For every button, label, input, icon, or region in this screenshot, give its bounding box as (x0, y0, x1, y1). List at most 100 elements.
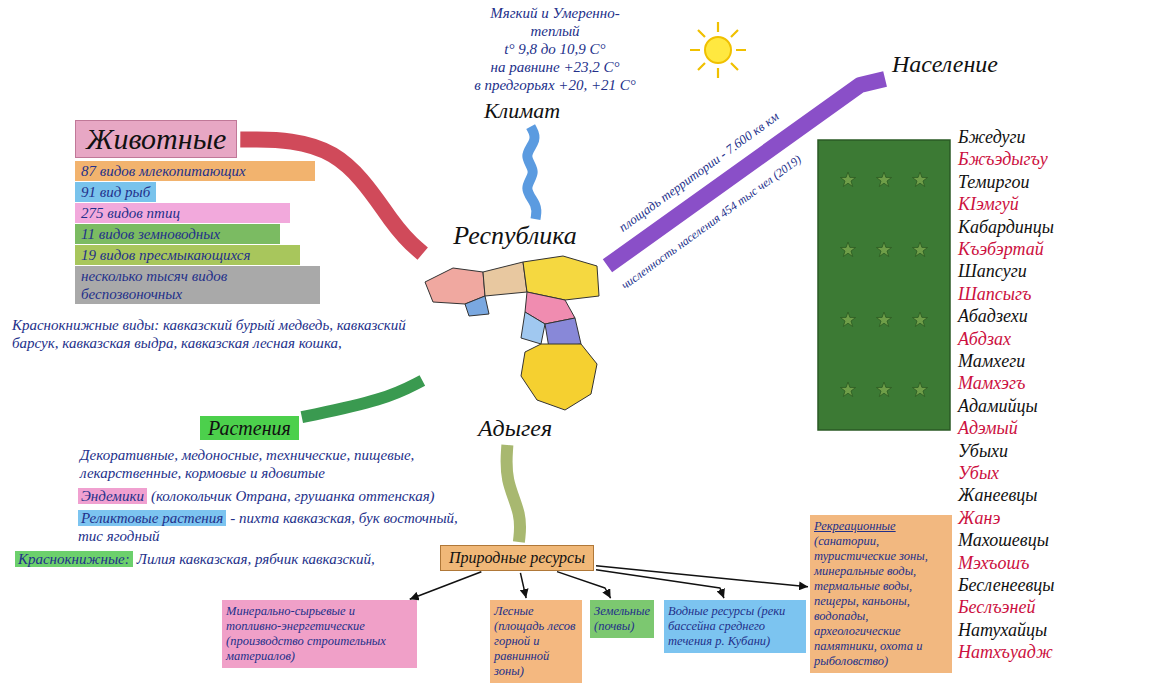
ethnic-group: Мамхеги (958, 350, 1025, 372)
ethnic-group: Адэмый (958, 417, 1018, 439)
fact-box: 87 видов млекопитающих (75, 161, 315, 181)
ethnic-group: КӀэмгуй (958, 193, 1019, 215)
plant-heading: Краснокнижные: (15, 551, 133, 567)
ethnic-group: Махошевцы (958, 529, 1049, 551)
ethnic-group: Жанэ (958, 507, 1000, 529)
ethnic-group: Шапсуги (958, 260, 1027, 282)
climate-band (527, 127, 536, 219)
node-text: Климат (484, 98, 560, 124)
node-text: Водные ресурсы (реки бассейна среднего т… (668, 604, 802, 649)
sun-rays (690, 22, 746, 78)
fact-box: 91 вид рыб (75, 182, 156, 202)
ethnic-group: Бжедуги (958, 126, 1026, 148)
ethnic-group: Абдзах (958, 328, 1011, 350)
ethnic-group: Абадзехи (958, 305, 1028, 327)
node-text: 19 видов пресмыкающихся (81, 246, 294, 264)
arrow-connector (596, 566, 808, 587)
map-node: РеспубликаАдыгея (425, 222, 605, 442)
ethnic-group: Мамхэгъ (958, 372, 1025, 394)
flag-star (876, 242, 891, 257)
plant-note: Реликтовые растения- пихта кавказская, б… (78, 509, 478, 545)
resource-box: Земельные (почвы) (590, 600, 654, 638)
fact-box: 19 видов пресмыкающихся (75, 245, 300, 265)
ethnic-group: Бесленеевцы (958, 574, 1055, 596)
resource-box: Рекреационные(санатории, туристические з… (810, 515, 952, 673)
resource-box: Водные ресурсы (реки бассейна среднего т… (664, 600, 806, 653)
fact-box: несколько тысяч видов беспозвоночных (75, 266, 320, 304)
ethnic-group: Беслъэней (958, 596, 1035, 618)
flag-star (876, 172, 891, 187)
arrow-connector (410, 572, 482, 600)
climate-note: t° 9,8 до 10,9 С° (440, 40, 670, 58)
fact-box: 11 видов земноводных (75, 224, 280, 244)
arrow-connector (596, 570, 724, 598)
plant-text: (колокольчик Отрана, грушанка оттенская) (151, 488, 435, 504)
ethnic-group: Натухайцы (958, 619, 1047, 641)
flag-star (876, 312, 891, 327)
node-text: Лесные (площадь лесов горной и равнинной… (494, 604, 578, 679)
ethnic-group: Темиргои (958, 171, 1029, 193)
flag-star (840, 382, 855, 397)
climate-note: в предгорьях +20, +21 С° (440, 76, 670, 94)
climate-note: на равнине +23,2 С° (440, 58, 670, 76)
ethnic-group: Убых (958, 462, 999, 484)
plant-heading: Реликтовые растения (78, 510, 226, 526)
ethnic-group: Жанеевцы (958, 484, 1037, 506)
resource-box: Природные ресурсы (440, 545, 594, 571)
map-name: Адыгея (425, 414, 605, 442)
flag-star (876, 382, 891, 397)
arrow-connector (557, 572, 611, 599)
flag (818, 140, 950, 430)
map-district (483, 262, 527, 296)
species-note: Краснокнижные виды: кавказский бурый мед… (12, 316, 422, 352)
node-text: Земельные (почвы) (594, 604, 650, 634)
node-text: 91 вид рыб (81, 183, 150, 201)
ethnic-group: Натхъуадж (958, 641, 1053, 663)
flag-star (840, 172, 855, 187)
flag-star (912, 172, 927, 187)
topic-box: Животные (75, 120, 237, 158)
plant-note: Эндемики(колокольчик Отрана, грушанка от… (78, 487, 478, 505)
resource-heading: Рекреационные (814, 519, 948, 534)
node-text: 275 видов птиц (81, 204, 284, 222)
fact-box: 275 видов птиц (75, 203, 290, 223)
node-text: Минерально-сырьевые и топливно-энергетич… (226, 604, 413, 664)
topic-heading: Население (888, 50, 1002, 79)
node-text: несколько тысяч видов беспозвоночных (81, 267, 314, 303)
flag-star (912, 382, 927, 397)
resources-band (507, 445, 521, 542)
map-district (465, 296, 489, 316)
ethnic-group: Кабардинцы (958, 216, 1054, 238)
plant-types: Декоративные, медоносные, технические, п… (80, 446, 480, 482)
arrow-connector (520, 573, 526, 598)
flag-star (912, 312, 927, 327)
map-district (425, 268, 485, 304)
sun (705, 37, 731, 63)
ethnic-group: Мэхъошъ (958, 552, 1029, 574)
plant-note: Краснокнижные:Лилия кавказская, рябчик к… (15, 550, 375, 568)
flag-star (840, 242, 855, 257)
flag-star (912, 242, 927, 257)
flag-star (840, 312, 855, 327)
plant-heading: Эндемики (78, 488, 147, 504)
climate-note: Мягкий и Умеренно-теплый (490, 4, 620, 40)
topic-heading: Климат (478, 98, 566, 124)
resource-box: Минерально-сырьевые и топливно-энергетич… (222, 600, 417, 668)
resource-text: (санатории, туристические зоны, минераль… (814, 534, 948, 669)
ethnic-group: Убыхи (958, 440, 1008, 462)
map-title: Республика (425, 222, 605, 250)
ethnic-group: Бжъэдыгъу (958, 148, 1048, 170)
node-text: Животные (86, 121, 226, 157)
republic-map (425, 256, 599, 410)
map-district (521, 312, 545, 344)
map-space (425, 250, 605, 414)
node-text: 87 видов млекопитающих (81, 162, 309, 180)
topic-box: Растения (200, 416, 299, 440)
node-text: Природные ресурсы (449, 548, 585, 568)
plants-band (302, 380, 423, 417)
population-band (607, 79, 885, 266)
map-district (521, 344, 597, 410)
node-text: 11 видов земноводных (81, 225, 274, 243)
node-text: Растения (208, 416, 291, 440)
